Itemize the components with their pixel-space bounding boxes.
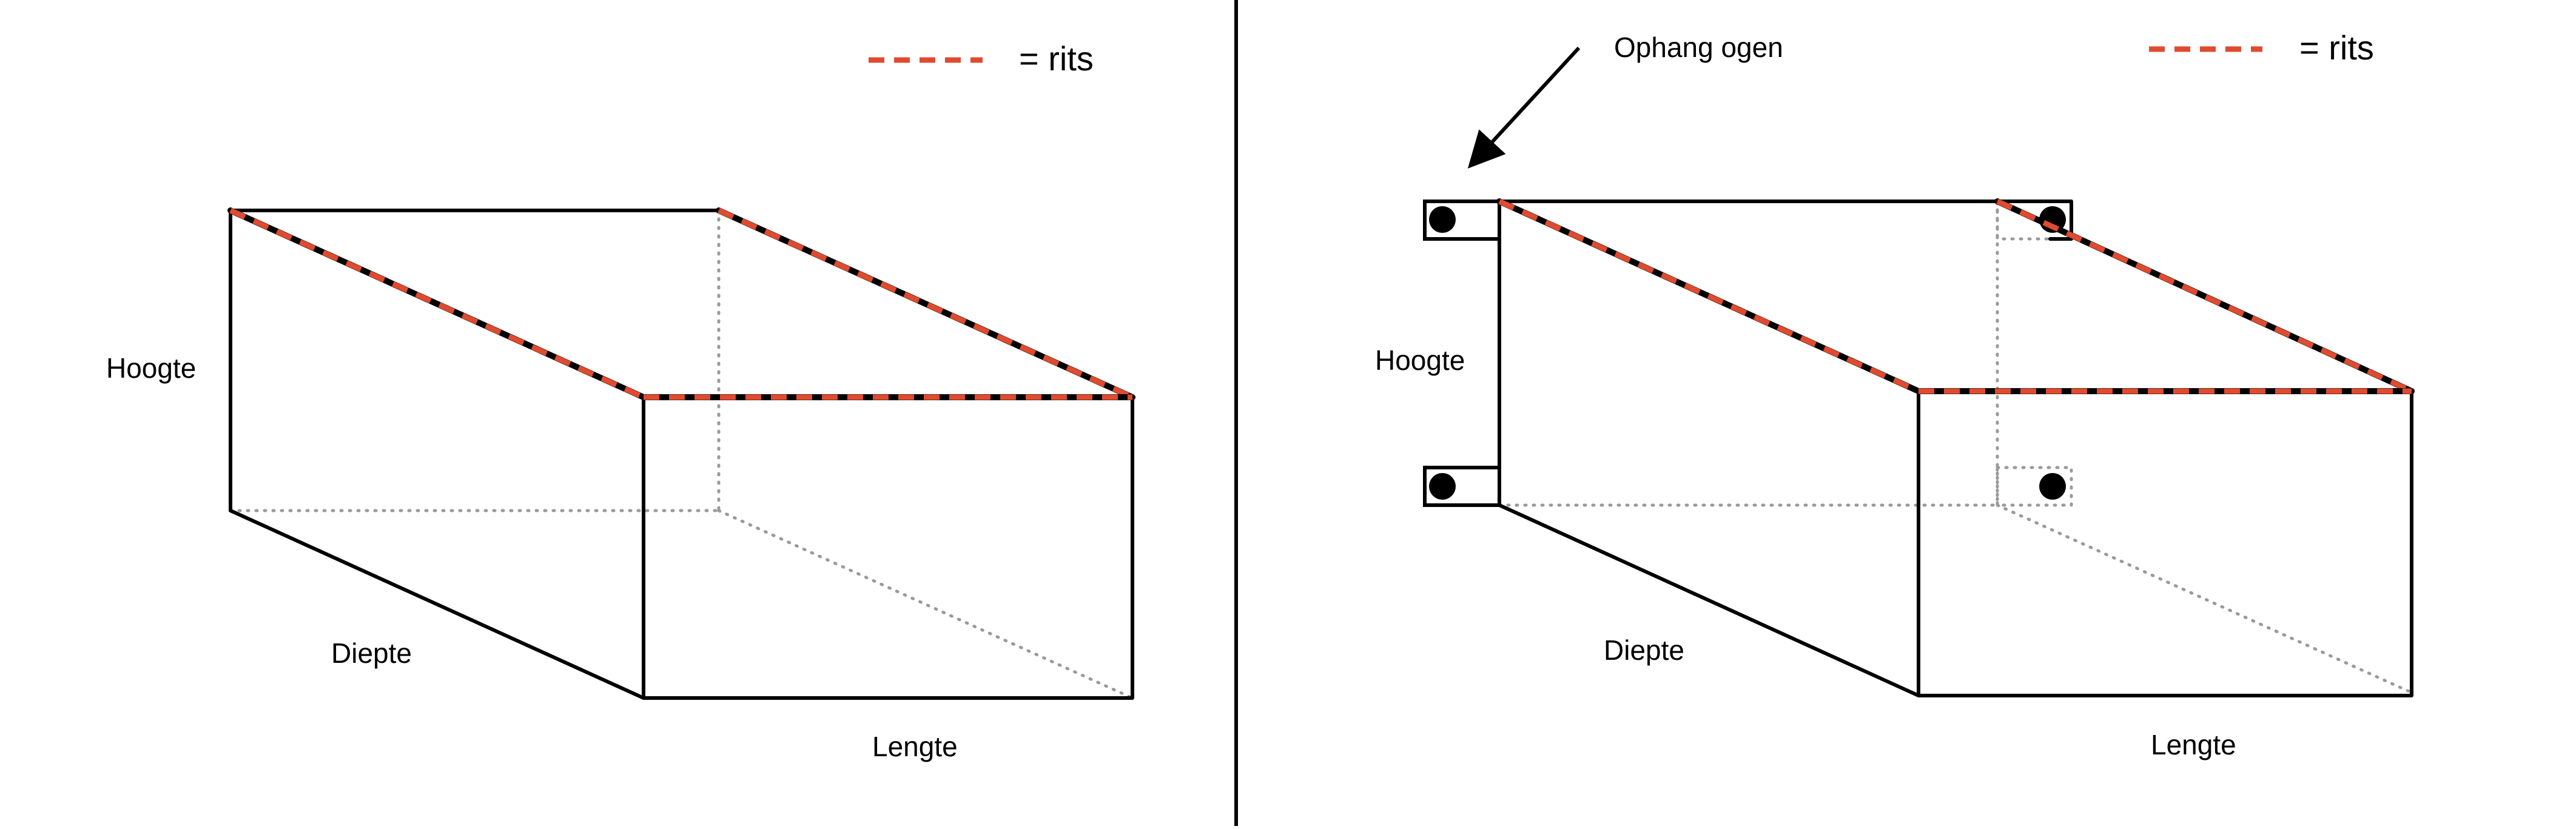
hidden-edge-bottom-diagonal bbox=[1996, 503, 2413, 694]
back-tab-bottom bbox=[1996, 466, 2073, 507]
eyelet-icon bbox=[2039, 473, 2066, 500]
legend-label: = rits bbox=[2299, 29, 2374, 67]
depth-label: Diepte bbox=[1604, 634, 1684, 666]
edge-left-bottom-diagonal bbox=[229, 509, 645, 700]
legend-left: = rits bbox=[869, 39, 1094, 78]
edge-left-bottom-diagonal bbox=[1498, 503, 1920, 697]
back-tab-top bbox=[1996, 200, 2073, 241]
legend-label: = rits bbox=[1019, 39, 1094, 78]
front-face bbox=[642, 395, 1134, 700]
legend-right: = rits bbox=[2149, 29, 2374, 67]
front-face bbox=[1917, 389, 2413, 697]
zipper-edges-left bbox=[227, 207, 1135, 400]
eyelet-icon bbox=[1429, 473, 1456, 500]
length-label: Lengte bbox=[2151, 729, 2236, 760]
zipper-edges-right bbox=[1496, 198, 2415, 394]
height-label: Hoogte bbox=[1375, 344, 1465, 376]
eyelet-icon bbox=[1429, 206, 1456, 233]
hanging-eyes-callout: Ophang ogen bbox=[1467, 32, 1783, 169]
left-box: = rits Hoogte Diepte Lengte bbox=[106, 39, 1135, 762]
length-label: Lengte bbox=[872, 731, 958, 762]
hidden-edge-bottom-diagonal bbox=[717, 509, 1134, 700]
depth-label: Diepte bbox=[331, 637, 412, 669]
arrow-down-left-icon bbox=[1467, 46, 1581, 169]
height-label: Hoogte bbox=[106, 352, 196, 384]
right-box: = rits Ophang ogen bbox=[1375, 29, 2415, 760]
hanging-eyes-label: Ophang ogen bbox=[1614, 32, 1783, 63]
